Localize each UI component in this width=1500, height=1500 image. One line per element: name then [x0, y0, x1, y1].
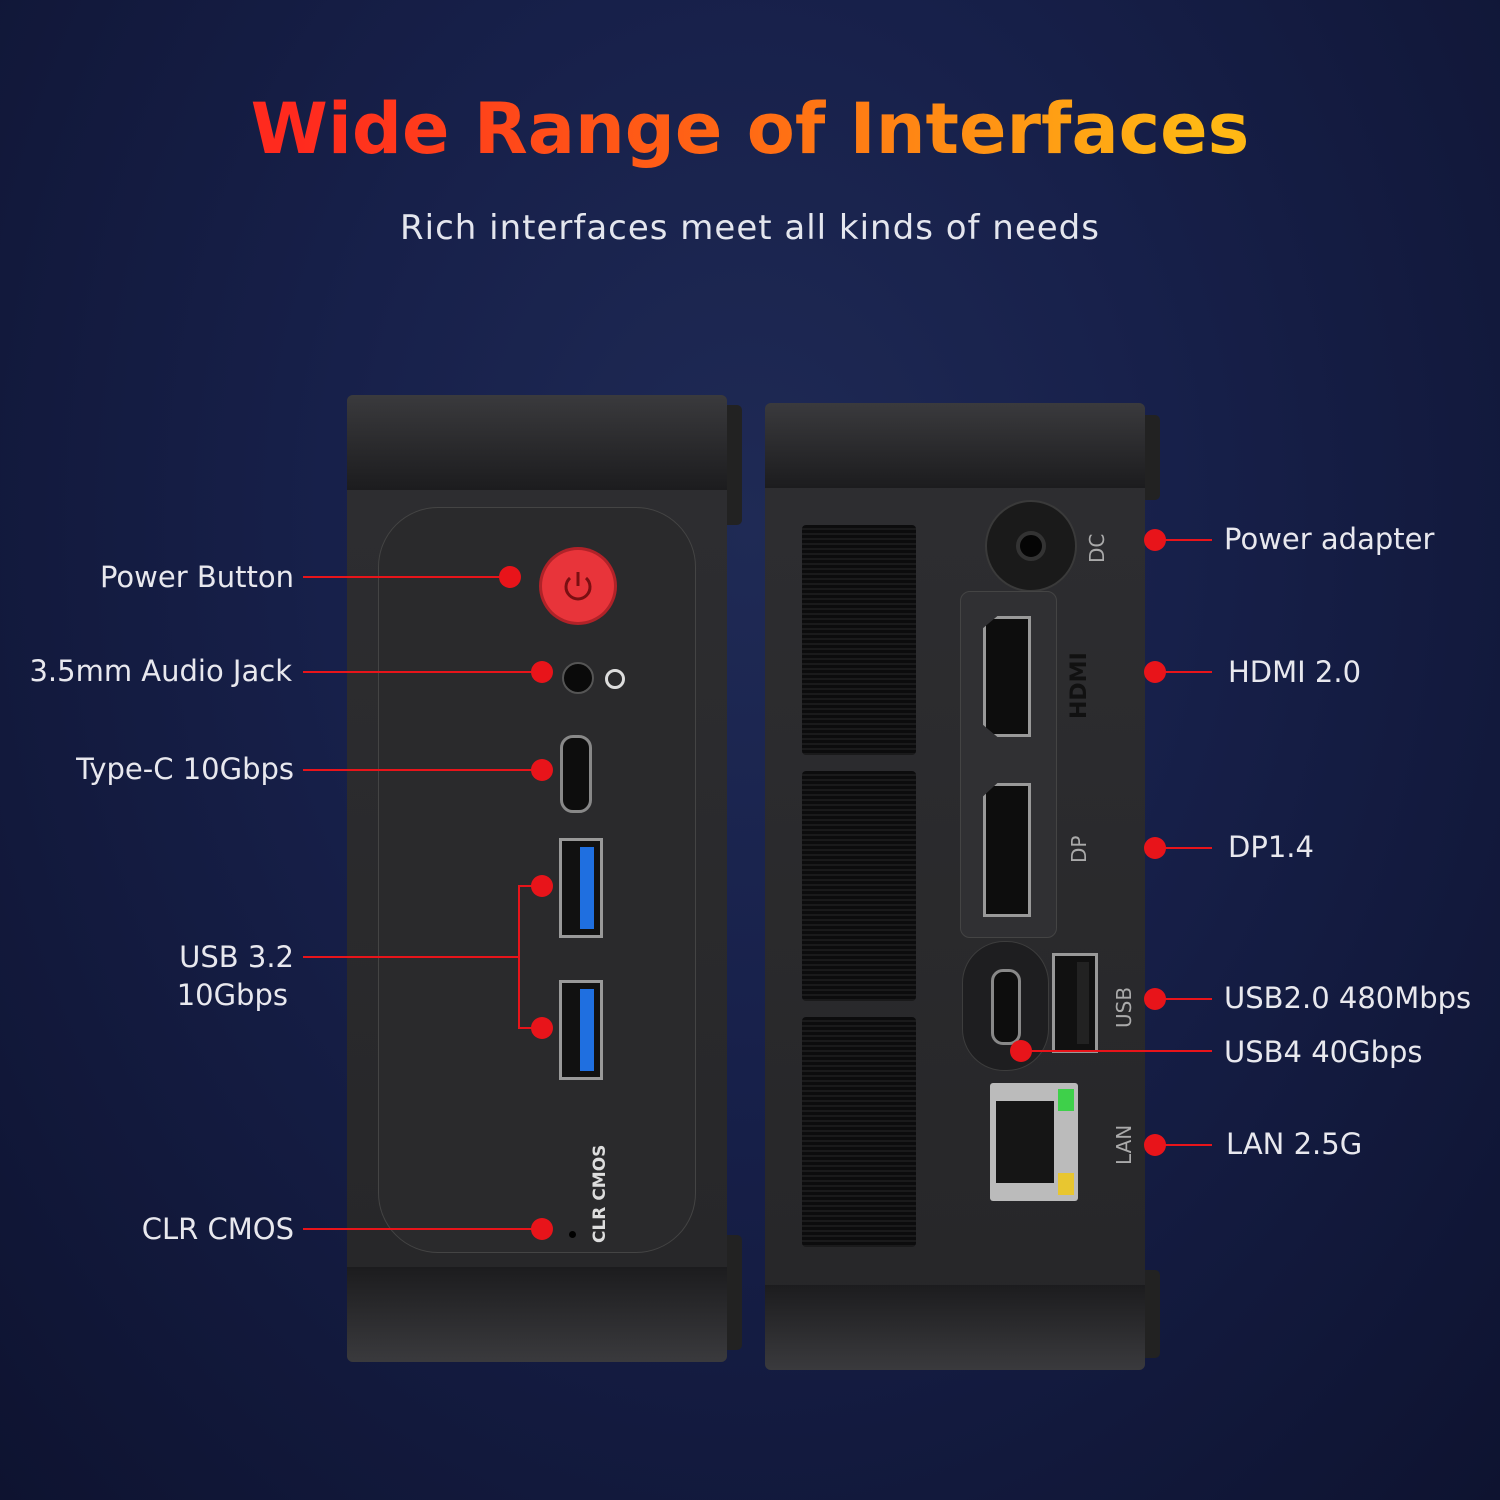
- power-button: [542, 550, 614, 622]
- page-title: Wide Range of Interfaces: [0, 88, 1500, 170]
- label-clr-cmos: CLR CMOS: [141, 1212, 294, 1246]
- label-usb32-line1: USB 3.2: [179, 940, 294, 974]
- label-lan: LAN 2.5G: [1226, 1127, 1363, 1161]
- label-usb32-line2: 10Gbps: [176, 978, 288, 1012]
- usb3-port-2: [559, 980, 603, 1080]
- dc-jack: [985, 500, 1077, 592]
- label-power-adapter: Power adapter: [1224, 522, 1435, 556]
- usb2-port: [1052, 953, 1098, 1053]
- page-subtitle: Rich interfaces meet all kinds of needs: [400, 208, 1100, 248]
- label-power-button: Power Button: [99, 560, 294, 594]
- label-hdmi: HDMI 2.0: [1228, 655, 1362, 689]
- label-type-c: Type-C 10Gbps: [76, 752, 294, 786]
- headphone-icon: [605, 669, 625, 689]
- hdmi-port: [983, 616, 1031, 737]
- usb4-port: [991, 969, 1021, 1045]
- audio-jack: [562, 662, 594, 694]
- clr-cmos-hole: [569, 1231, 576, 1238]
- label-usb4: USB4 40Gbps: [1224, 1035, 1423, 1069]
- vent: [802, 771, 916, 1001]
- vent: [802, 525, 916, 755]
- label-audio-jack: 3.5mm Audio Jack: [29, 654, 292, 688]
- label-dp: DP1.4: [1228, 830, 1314, 864]
- label-usb2: USB2.0 480Mbps: [1224, 981, 1472, 1015]
- lan-port: [990, 1083, 1078, 1201]
- vent: [802, 1017, 916, 1247]
- mini-pc-rear: DC HDMI DP USB LAN: [765, 403, 1145, 1370]
- dp-port: [983, 783, 1031, 917]
- usb3-port-1: [559, 838, 603, 938]
- type-c-port: [560, 735, 592, 813]
- power-icon: [564, 572, 592, 601]
